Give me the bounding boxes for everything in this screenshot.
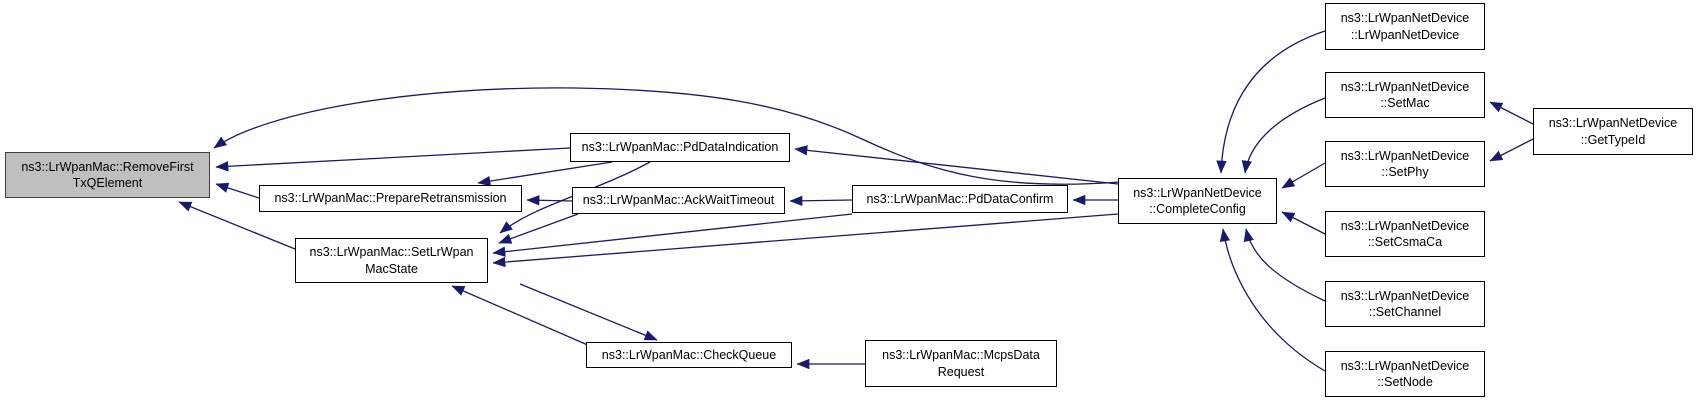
node-label: ::GetTypeId: [1580, 132, 1646, 147]
node-get-type-id[interactable]: ns3::LrWpanNetDevice ::GetTypeId: [1533, 108, 1693, 155]
node-label: ns3::LrWpanMac::SetLrWpan: [309, 245, 474, 260]
node-pd-data-indication[interactable]: ns3::LrWpanMac::PdDataIndication: [570, 133, 790, 162]
node-label: ns3::LrWpanNetDevice: [1340, 218, 1470, 233]
edge-prepareRetransmission-to-removeFirst: [215, 182, 260, 199]
edge-setPhy-to-completeConfig: [1281, 162, 1326, 189]
node-label: ::SetNode: [1377, 375, 1433, 389]
node-label: ns3::LrWpanNetDevice: [1340, 358, 1470, 373]
edge-ackWaitTimeout-to-prepareRetransmission: [526, 195, 573, 206]
node-ack-wait-timeout[interactable]: ns3::LrWpanMac::AckWaitTimeout: [572, 187, 785, 214]
edge-completeConfig-to-pdDataIndication: [794, 145, 1119, 185]
node-label: ns3::LrWpanMac::RemoveFirst: [21, 159, 194, 174]
edge-pdDataIndication-to-prepareRetransmission: [477, 161, 613, 187]
node-label: ns3::LrWpanMac::CheckQueue: [601, 347, 777, 362]
edge-pdDataIndication-to-setLrWpanMacState: [499, 161, 651, 234]
edge-getTypeId-to-setPhy: [1489, 138, 1534, 162]
edge-setCsmaCa-to-completeConfig: [1281, 211, 1326, 235]
edge-ackWaitTimeout-to-setLrWpanMacState: [498, 213, 579, 244]
node-label: TxQElement: [72, 176, 143, 190]
edge-pdDataConfirm-to-ackWaitTimeout: [789, 195, 853, 207]
node-set-lrwpan-mac-state[interactable]: ns3::LrWpanMac::SetLrWpan MacState: [295, 238, 488, 283]
edge-checkQueue-to-setLrWpanMacState: [451, 285, 591, 347]
node-check-queue[interactable]: ns3::LrWpanMac::CheckQueue: [586, 342, 792, 368]
node-label: ::SetChannel: [1368, 305, 1442, 319]
node-label: ns3::LrWpanMac::PdDataIndication: [581, 140, 779, 155]
node-label: ns3::LrWpanMac::PrepareRetransmission: [274, 191, 507, 206]
node-label: Request: [937, 364, 985, 379]
edge-setMac-to-completeConfig: [1241, 97, 1326, 174]
edge-setChannel-to-completeConfig: [1243, 228, 1326, 302]
edge-completeConfig-to-setLrWpanMacState: [492, 213, 1119, 268]
node-set-phy[interactable]: ns3::LrWpanNetDevice ::SetPhy: [1325, 141, 1485, 187]
node-label: ns3::LrWpanNetDevice: [1340, 148, 1470, 163]
node-label: ns3::LrWpanNetDevice: [1340, 288, 1470, 303]
node-label: ::SetPhy: [1381, 165, 1429, 179]
edge-completeConfig-to-removeFirst: [213, 87, 1121, 185]
edge-getTypeId-to-setMac: [1489, 101, 1534, 125]
edge-pdDataConfirm-to-setLrWpanMacState: [492, 213, 853, 257]
node-label: ns3::LrWpanNetDevice: [1340, 79, 1470, 94]
node-label: ns3::LrWpanMac::AckWaitTimeout: [582, 193, 775, 208]
node-label: ns3::LrWpanNetDevice: [1133, 185, 1262, 200]
edge-setNode-to-completeConfig: [1219, 228, 1326, 372]
edge-lrWpanNetDeviceCtor-to-completeConfig: [1216, 30, 1326, 174]
node-label: ns3::LrWpanMac::PdDataConfirm: [866, 191, 1054, 206]
node-label: ns3::LrWpanNetDevice: [1340, 11, 1470, 26]
node-remove-first-txq-element: ns3::LrWpanMac::RemoveFirst TxQElement: [5, 152, 210, 198]
edge-pdDataIndication-to-removeFirst: [215, 147, 571, 172]
node-label: ::CompleteConfig: [1149, 202, 1246, 216]
node-label: ::LrWpanNetDevice: [1350, 27, 1460, 42]
edge-setLrWpanMacState-to-checkQueue: [519, 283, 658, 341]
node-complete-config[interactable]: ns3::LrWpanNetDevice ::CompleteConfig: [1118, 178, 1277, 224]
node-label: ::SetCsmaCa: [1367, 235, 1443, 249]
node-lrwpan-net-device-ctor[interactable]: ns3::LrWpanNetDevice ::LrWpanNetDevice: [1325, 3, 1485, 50]
node-set-csma-ca[interactable]: ns3::LrWpanNetDevice ::SetCsmaCa: [1325, 211, 1485, 257]
node-prepare-retransmission[interactable]: ns3::LrWpanMac::PrepareRetransmission: [259, 185, 522, 212]
node-pd-data-confirm[interactable]: ns3::LrWpanMac::PdDataConfirm: [852, 185, 1068, 213]
node-label: ::SetMac: [1380, 96, 1430, 110]
node-set-mac[interactable]: ns3::LrWpanNetDevice ::SetMac: [1325, 72, 1485, 118]
node-mcps-data-request[interactable]: ns3::LrWpanMac::McpsData Request: [865, 340, 1057, 387]
node-label: ns3::LrWpanMac::McpsData: [882, 348, 1040, 363]
node-set-channel[interactable]: ns3::LrWpanNetDevice ::SetChannel: [1325, 281, 1485, 327]
node-set-node[interactable]: ns3::LrWpanNetDevice ::SetNode: [1325, 351, 1485, 397]
node-label: ns3::LrWpanNetDevice: [1548, 116, 1678, 131]
edge-setLrWpanMacState-to-removeFirst: [178, 201, 296, 250]
node-label: MacState: [365, 261, 418, 276]
